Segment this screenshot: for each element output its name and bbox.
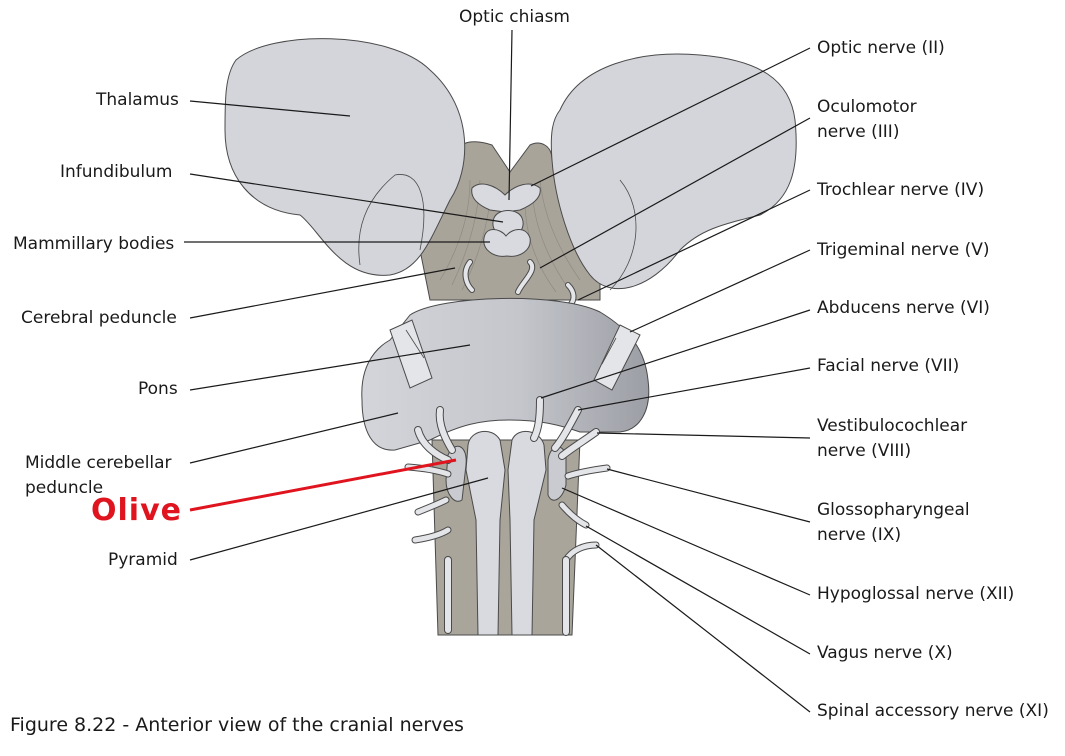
label-middle-cerebellar-2: peduncle <box>25 478 104 498</box>
label-hypoglossal: Hypoglossal nerve (XII) <box>817 584 1015 604</box>
leader-middle-cerebellar <box>189 412 399 464</box>
label-oculomotor-2: nerve (III) <box>817 122 900 142</box>
leader-thalamus <box>189 100 351 117</box>
mammillary-shape <box>483 229 531 257</box>
trigeminal-nerve-right-shape <box>593 324 641 391</box>
label-abducens: Abducens nerve (VI) <box>817 298 990 318</box>
pyramid-right-shape <box>507 430 547 636</box>
label-cerebral-peduncle: Cerebral peduncle <box>21 308 177 328</box>
label-glossopharyngeal-1: Glossopharyngeal <box>817 500 970 520</box>
leader-hypoglossal <box>561 487 811 596</box>
label-trochlear: Trochlear nerve (IV) <box>817 180 985 200</box>
leader-vagus <box>585 525 811 655</box>
leader-glossopharyngeal <box>606 468 811 523</box>
leader-oculomotor <box>539 117 811 269</box>
leader-trigeminal <box>629 249 811 333</box>
label-olive: Olive <box>91 493 182 528</box>
label-vestibulocochlear-2: nerve (VIII) <box>817 441 912 461</box>
leader-trochlear <box>577 189 811 301</box>
label-vestibulocochlear-1: Vestibulocochlear <box>817 416 968 436</box>
leader-cerebral-peduncle <box>189 267 456 319</box>
label-pons: Pons <box>138 379 178 399</box>
leader-abducens <box>540 309 811 399</box>
thalamus-right <box>550 53 797 290</box>
label-spinal-accessory: Spinal accessory nerve (XI) <box>817 701 1049 721</box>
leader-vestibulocochlear <box>596 432 811 439</box>
leader-infundibulum <box>189 173 504 223</box>
leader-lines <box>184 29 811 713</box>
label-vagus: Vagus nerve (X) <box>817 643 953 663</box>
thalamus-left <box>224 38 466 276</box>
label-mammillary-bodies: Mammillary bodies <box>13 234 175 254</box>
leader-facial <box>577 367 811 411</box>
label-trigeminal: Trigeminal nerve (V) <box>817 240 990 260</box>
leader-optic-nerve <box>530 47 811 187</box>
label-optic-chiasm: Optic chiasm <box>459 7 570 27</box>
leader-pons <box>189 344 471 391</box>
label-thalamus: Thalamus <box>96 90 179 110</box>
pyramid-left-shape <box>465 430 506 636</box>
label-infundibulum: Infundibulum <box>60 162 173 182</box>
leader-spinal-accessory <box>595 544 811 713</box>
label-oculomotor-1: Oculomotor <box>817 97 917 117</box>
label-pyramid: Pyramid <box>108 550 178 570</box>
label-glossopharyngeal-2: nerve (IX) <box>817 525 902 545</box>
optic-chiasm-shape <box>471 183 541 213</box>
leader-pyramid <box>189 477 489 561</box>
figure-caption: Figure 8.22 - Anterior view of the crani… <box>10 714 464 736</box>
label-facial: Facial nerve (VII) <box>817 356 960 376</box>
label-middle-cerebellar-1: Middle cerebellar <box>25 453 172 473</box>
leader-optic-chiasm <box>508 29 513 201</box>
leader-olive <box>189 458 457 512</box>
label-optic-nerve: Optic nerve (II) <box>817 38 945 58</box>
